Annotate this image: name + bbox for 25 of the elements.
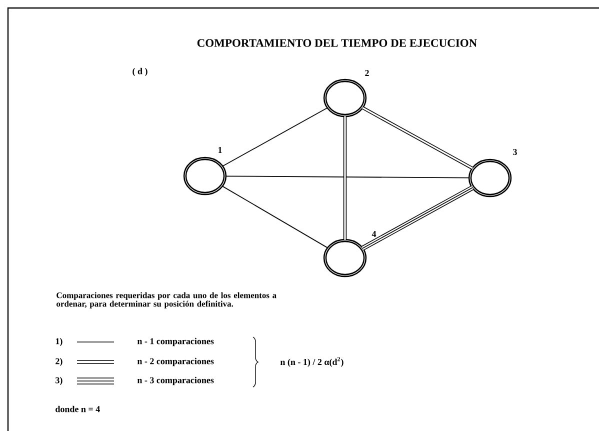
connector	[222, 107, 328, 167]
panel-label: ( d )	[132, 68, 148, 76]
node-number: 2	[365, 70, 369, 76]
connector	[361, 185, 474, 251]
legend-text: n - 1 comparaciones	[137, 338, 214, 346]
connector	[343, 116, 347, 240]
legend-number: 3)	[56, 376, 62, 386]
node-circle	[323, 78, 367, 118]
node-circle	[323, 238, 367, 278]
node-circle	[468, 158, 512, 198]
connector	[222, 186, 328, 248]
legend-text: n - 2 comparaciones	[137, 358, 214, 366]
node-number: 1	[218, 147, 222, 153]
connector	[225, 176, 470, 178]
node-circle	[183, 156, 227, 196]
legend-text: n - 3 comparaciones	[137, 376, 214, 386]
formula: n (n - 1) / 2 α(d$^{2}$)	[280, 357, 344, 367]
node-number: 3	[513, 148, 517, 156]
note: donde n = 4	[56, 406, 100, 412]
node-number: 4	[372, 231, 376, 237]
legend-number: 2)	[56, 358, 62, 366]
connector	[362, 106, 474, 170]
legend-number: 1)	[56, 338, 62, 346]
note: Comparaciones requeridas por cada uno de los elementos a ordenar, para determinar su posición definitiva.	[56, 292, 276, 308]
title: COMPORTAMIENTO DEL TIEMPO DE EJECUCION	[197, 39, 477, 47]
